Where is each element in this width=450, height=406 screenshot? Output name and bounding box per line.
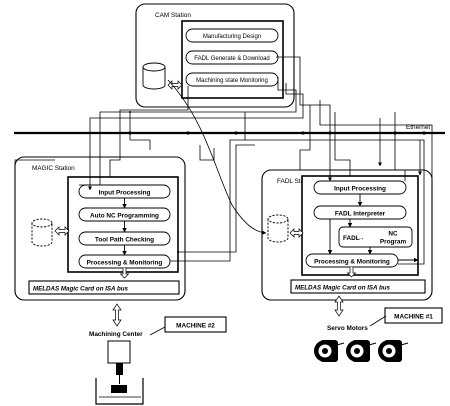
- machining-state-monitoring-label: Machining state Monitoring: [196, 78, 268, 84]
- magic-input-processing-label: Input Processing: [99, 189, 151, 196]
- magic-db-double-arrow: [54, 226, 70, 236]
- fadl-to-nc-to-label-line2: Program: [380, 239, 407, 246]
- manufacturing-design-label: Manufacturing Design: [203, 34, 261, 40]
- manufacturing-design-module[interactable]: [185, 28, 279, 43]
- machine-2-box: [164, 316, 227, 333]
- fadl-to-nc-from-label: FADL: [343, 235, 360, 242]
- fadl-meldas-card: [290, 279, 426, 294]
- fadl-meldas-card-label: MELDAS Magic Card on ISA bus: [295, 285, 391, 292]
- fadl-to-nc-arrow-glyph: →: [358, 235, 364, 242]
- fadl-input-processing-label: Input Processing: [334, 185, 386, 192]
- cam-database-icon: [142, 62, 166, 90]
- magic-meldas-card-label: MELDAS Magic Card on ISA bus: [33, 286, 129, 293]
- fadl-interpreter-label: FADL Interpreter: [335, 210, 386, 217]
- fadl-processing-monitoring-label: Processing & Monitoring: [314, 258, 390, 265]
- fadl-station-title: FADL Station: [277, 178, 315, 185]
- ethernet-label: Ethernet: [406, 124, 430, 131]
- servo-motor-icon-1: [314, 340, 345, 362]
- cam-station-title: CAM Station: [155, 12, 191, 19]
- fadl-db-double-arrow: [289, 228, 304, 238]
- cam-db-double-arrow: [167, 80, 183, 90]
- fadl-generate-download-module[interactable]: [185, 50, 279, 65]
- magic-meldas-card: [28, 280, 180, 295]
- tool-path-checking-label: Tool Path Checking: [95, 236, 154, 243]
- fadl-generate-download-label: FADL Generate & Download: [194, 56, 270, 62]
- machine-2-label: MACHINE #2: [176, 323, 215, 330]
- machine-1-double-arrow: [334, 295, 344, 317]
- fadl-station: FADL Station Input Processing FADL Inter…: [261, 169, 433, 301]
- servo-motors-label: Servo Motors: [327, 325, 368, 332]
- machine-2-double-arrow: [112, 303, 122, 327]
- network-connections: [14, 56, 433, 265]
- cam-station: CAM Station Manufacturing Design FADL Ge…: [135, 3, 295, 108]
- machine-2-group: Machining Center MACHINE #2: [89, 303, 227, 405]
- magic-station-title: MAGIC Station: [32, 165, 75, 172]
- ethernet-bus: Ethernet: [14, 124, 445, 135]
- machining-center-label: Machining Center: [89, 331, 143, 338]
- machining-center-icon: [95, 340, 144, 405]
- fadl-database-icon: [267, 214, 289, 243]
- magic-database-icon: [31, 218, 53, 247]
- machine-1-group: Servo Motors MACHINE #1: [314, 295, 443, 362]
- auto-nc-programming-label: Auto NC Programming: [90, 212, 159, 219]
- machine-1-label: MACHINE #1: [394, 314, 433, 321]
- magic-processing-monitoring-label: Processing & Monitoring: [87, 259, 163, 266]
- servo-motor-icon-3: [378, 340, 409, 362]
- servo-motor-icon-2: [346, 340, 377, 362]
- machine-1-box: [384, 307, 443, 324]
- fadl-to-nc-to-label-line1: NC: [388, 231, 398, 238]
- fadl-to-nc-program-module[interactable]: [338, 226, 413, 248]
